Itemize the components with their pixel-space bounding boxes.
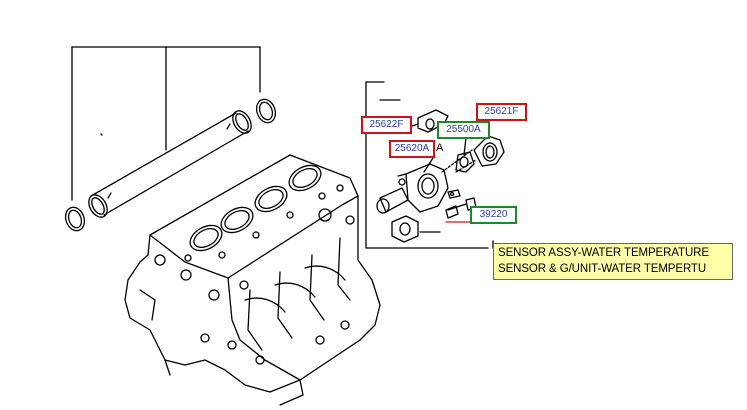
engine-block[interactable]: [124, 154, 381, 406]
callout-letter-a: A: [436, 142, 444, 154]
tooltip-line-1: SENSOR ASSY-WATER TEMPERATURE: [498, 247, 709, 259]
part-tooltip: SENSOR ASSY-WATER TEMPERATURE SENSOR & G…: [493, 243, 733, 280]
part-label-25621F[interactable]: 25621F: [476, 103, 527, 121]
part-label-25620A[interactable]: 25620A: [389, 140, 435, 158]
leader-lines: [71, 46, 261, 201]
tooltip-line-2: SENSOR & G/UNIT-WATER TEMPERTU: [498, 263, 707, 275]
o-ring-right[interactable]: [253, 97, 278, 126]
part-label-39220[interactable]: 39220: [470, 206, 517, 224]
part-label-25500A[interactable]: 25500A: [437, 121, 490, 139]
o-ring-left[interactable]: [62, 205, 87, 234]
part-label-25622F[interactable]: 25622F: [361, 116, 412, 134]
water-pipe[interactable]: [85, 108, 255, 221]
